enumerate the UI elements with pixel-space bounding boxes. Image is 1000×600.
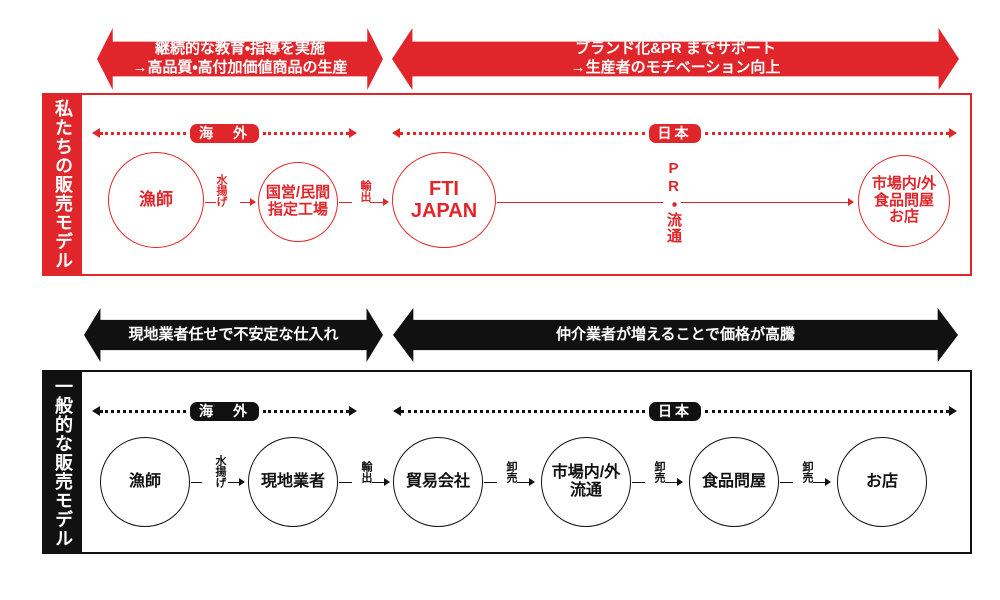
connector-general-landing [191,476,245,488]
connector-general-wholesale-3-label: 卸売 [801,461,813,483]
rail-dots [263,409,349,413]
node-our-market: 市場内/外 食品問屋 お店 [858,155,950,247]
banner-branding: ブランド化&PR までサポート →生産者のモチベーション向上 [392,28,959,90]
connector-our-landing [205,196,256,208]
node-general-food-wholesaler: 食品問屋 [689,437,779,527]
connector-general-wholesale-3 [780,476,831,488]
banner-price-surge: 仲介業者が増えることで価格が高騰 [393,308,958,362]
rail-left-arrow-icon [393,406,401,416]
node-general-market-distribution: 市場内/外 流通 [541,437,631,527]
node-label: お店 [865,473,898,491]
node-label: 貿易会社 [405,473,470,491]
node-label: 漁師 [128,473,161,491]
connector-arrow-icon [825,478,831,486]
flow-note-pr-distribution: PR・流通 [663,158,682,246]
connector-general-wholesale-1 [484,476,535,488]
node-label: 漁師 [139,190,173,210]
rail-left-arrow-icon [92,128,100,138]
node-our-fti-japan: FTI JAPAN [392,152,496,248]
connector-line [664,481,677,483]
connector-general-landing-label: 水揚げ [214,455,226,488]
connector-general-export-label: 輸出 [360,461,372,483]
banner-education-text-1: 継続的な教育・指導を実施 [154,40,326,58]
connector-line [484,481,497,483]
region-chip-japan: 日本 [648,123,701,143]
connector-line [191,481,202,483]
banner-price-surge-text: 仲介業者が増えることで価格が高騰 [555,325,796,343]
rail-dots [100,131,186,135]
connector-line [812,481,825,483]
connector-line [632,481,645,483]
connector-arrow-icon [529,478,535,486]
connector-line [339,201,352,203]
connector-general-wholesale-2 [632,476,683,488]
node-label: 市場内/外 流通 [551,464,621,499]
panel-our-model-label: 私たちの販売モデル [43,94,82,275]
connector-general-wholesale-2-label: 卸売 [653,461,665,483]
panel-general-model-label: 一般的な販売モデル [43,371,82,553]
connector-our-landing-label: 水揚げ [215,174,227,207]
region-rail-overseas-general: 海 外 [92,401,357,421]
node-general-fisherman: 漁師 [100,437,190,527]
node-general-shop: お店 [837,437,927,527]
node-our-factory: 国営/民間 指定工場 [258,162,338,242]
banner-education-text-2: →高品質・高付加価値商品の生産 [132,59,348,76]
connector-our-export-label: 輸出 [359,180,371,202]
connector-arrow-icon [384,478,390,486]
rail-dots [100,409,186,413]
banner-unstable-supply: 現地業者任せで不安定な仕入れ [84,308,383,362]
connector-arrow-icon [250,198,256,206]
banner-unstable-supply-text: 現地業者任せで不安定な仕入れ [128,325,339,343]
rail-left-arrow-icon [92,406,100,416]
node-label: 現地業者 [260,473,325,491]
rail-dots [263,131,349,135]
rail-right-arrow-icon [349,128,357,138]
node-label: FTI JAPAN [410,177,478,222]
connector-line [370,201,383,203]
rail-dots [400,131,645,135]
node-label: 食品問屋 [701,473,766,491]
connector-line [239,201,250,203]
connector-line [339,481,352,483]
connector-general-wholesale-1-label: 卸売 [505,461,517,483]
node-label: 市場内/外 食品問屋 お店 [871,174,937,226]
node-general-trading-company: 貿易会社 [393,437,483,527]
connector-line [228,481,239,483]
connector-arrow-icon [239,478,245,486]
connector-arrow-icon [677,478,683,486]
rail-dots [704,131,949,135]
connector-arrow-icon [383,198,389,206]
connector-our-export [339,196,389,208]
region-rail-japan-general: 日本 [393,401,957,421]
connector-line [516,481,529,483]
region-chip-overseas: 海 外 [190,123,259,143]
region-rail-overseas-our: 海 外 [92,123,357,143]
node-label: 国営/民間 指定工場 [265,184,331,218]
region-rail-japan-our: 日本 [392,123,957,143]
connector-line [205,201,216,203]
connector-line [780,481,793,483]
connector-general-export [339,476,390,488]
banner-education: 継続的な教育・指導を実施 継続的な教育・指導を実施 →高品質・高付加価値商品の生… [97,28,383,90]
flow-arrow-icon [848,198,854,206]
rail-dots [401,409,645,413]
rail-dots [705,409,949,413]
banner-branding-text-1: ブランド化&PR までサポート [575,40,776,58]
rail-right-arrow-icon [949,406,957,416]
rail-right-arrow-icon [349,406,357,416]
region-chip-overseas: 海 外 [190,401,259,421]
banner-branding-text-2: →生産者のモチベーション向上 [570,59,781,76]
node-general-local-vendor: 現地業者 [248,437,338,527]
region-chip-japan: 日本 [649,401,701,421]
connector-line [371,481,384,483]
node-our-fisherman: 漁師 [108,152,204,248]
rail-right-arrow-icon [949,128,957,138]
rail-left-arrow-icon [392,128,400,138]
